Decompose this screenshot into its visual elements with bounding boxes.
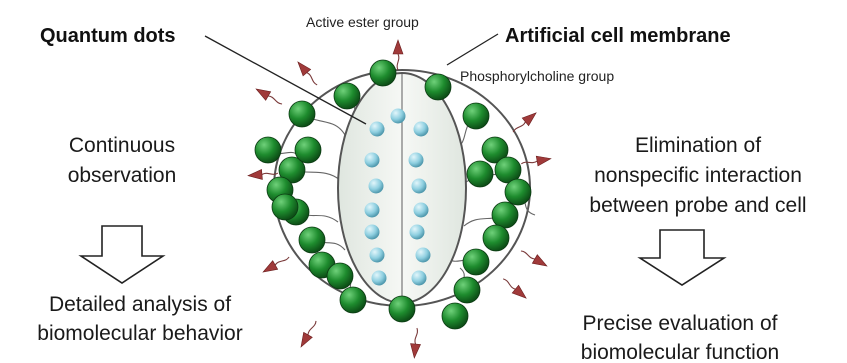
active-ester-arrow <box>294 59 321 88</box>
quantum-dot <box>365 225 380 240</box>
phosphorylcholine-bead <box>272 194 298 220</box>
active-ester-arrow <box>261 253 292 277</box>
quantum-dot <box>414 203 429 218</box>
quantum-dot <box>370 248 385 263</box>
ester-head <box>297 332 313 349</box>
ester-linker <box>521 250 536 260</box>
phosphorylcholine-label: Phosphorylcholine group <box>460 68 614 84</box>
quantum-dot <box>365 203 380 218</box>
phosphorylcholine-bead <box>505 179 531 205</box>
ester-linker <box>521 160 537 164</box>
ester-linker <box>275 256 290 266</box>
phosphorylcholine-bead <box>483 225 509 251</box>
quantum-dot <box>409 153 424 168</box>
quantum-dot <box>412 271 427 286</box>
quantum-dot <box>412 179 427 194</box>
phosphorylcholine-bead <box>340 287 366 313</box>
phosphorylcholine-bead <box>295 137 321 163</box>
ester-head <box>261 261 278 277</box>
phosphorylcholine-bead <box>299 227 325 253</box>
quantum-dots-label: Quantum dots <box>40 25 176 47</box>
left-top-line-2: observation <box>68 164 177 187</box>
phosphorylcholine-bead <box>492 202 518 228</box>
ester-head <box>254 85 271 101</box>
active-ester-arrow <box>518 247 549 271</box>
phosphorylcholine-bead <box>389 296 415 322</box>
quantum-dot <box>391 109 406 124</box>
phosphorylcholine-bead <box>370 60 396 86</box>
phosphorylcholine-bead <box>425 74 451 100</box>
left-bottom-line-2: biomolecular behavior <box>37 322 242 345</box>
ester-linker <box>307 321 317 336</box>
phosphorylcholine-bead <box>289 101 315 127</box>
ester-head <box>393 40 403 54</box>
quantum-dot <box>410 225 425 240</box>
active-ester-label: Active ester group <box>306 14 419 30</box>
active-ester-arrow <box>254 85 285 109</box>
quantum-dot <box>414 122 429 137</box>
phosphorylcholine-bead <box>467 161 493 187</box>
phosphorylcholine-bead <box>442 303 468 329</box>
right-top-line-1: Elimination of <box>635 134 761 157</box>
ester-head <box>512 285 529 302</box>
right-down-arrow-icon <box>640 230 724 285</box>
membrane-particle <box>248 40 552 358</box>
ester-head <box>409 344 420 359</box>
left-top-line-1: Continuous <box>69 134 175 157</box>
ester-linker <box>306 72 318 85</box>
quantum-dot <box>416 248 431 263</box>
ester-linker <box>415 328 418 344</box>
active-ester-arrow <box>393 40 403 70</box>
phosphorylcholine-bead <box>255 137 281 163</box>
quantum-dot <box>369 179 384 194</box>
ester-linker <box>268 95 283 105</box>
active-ester-arrow <box>297 318 321 349</box>
ester-linker <box>397 54 399 70</box>
quantum-dot <box>365 153 380 168</box>
phosphorylcholine-bead <box>463 103 489 129</box>
ester-head <box>248 169 263 180</box>
phosphorylcholine-bead <box>463 249 489 275</box>
left-down-arrow-icon <box>81 226 163 283</box>
phosphorylcholine-bead <box>454 277 480 303</box>
right-bottom-line-1: Precise evaluation of <box>583 312 778 335</box>
artificial-membrane-label: Artificial cell membrane <box>505 25 731 47</box>
quantum-dot <box>372 271 387 286</box>
phosphorylcholine-bead <box>327 263 353 289</box>
active-ester-arrow <box>500 275 529 302</box>
left-bottom-line-1: Detailed analysis of <box>49 293 231 316</box>
phosphorylcholine-bead <box>334 83 360 109</box>
active-ester-arrow <box>409 328 422 359</box>
right-top-line-2: nonspecific interaction <box>594 164 802 187</box>
ester-head <box>532 255 549 271</box>
membrane-pointer <box>447 34 498 65</box>
ester-head <box>536 154 552 166</box>
right-top-line-3: between probe and cell <box>589 194 806 217</box>
quantum-dot <box>370 122 385 137</box>
ester-linker <box>503 278 516 290</box>
right-bottom-line-2: biomolecular function <box>581 341 779 363</box>
quantum-dots-pointer <box>205 36 366 124</box>
